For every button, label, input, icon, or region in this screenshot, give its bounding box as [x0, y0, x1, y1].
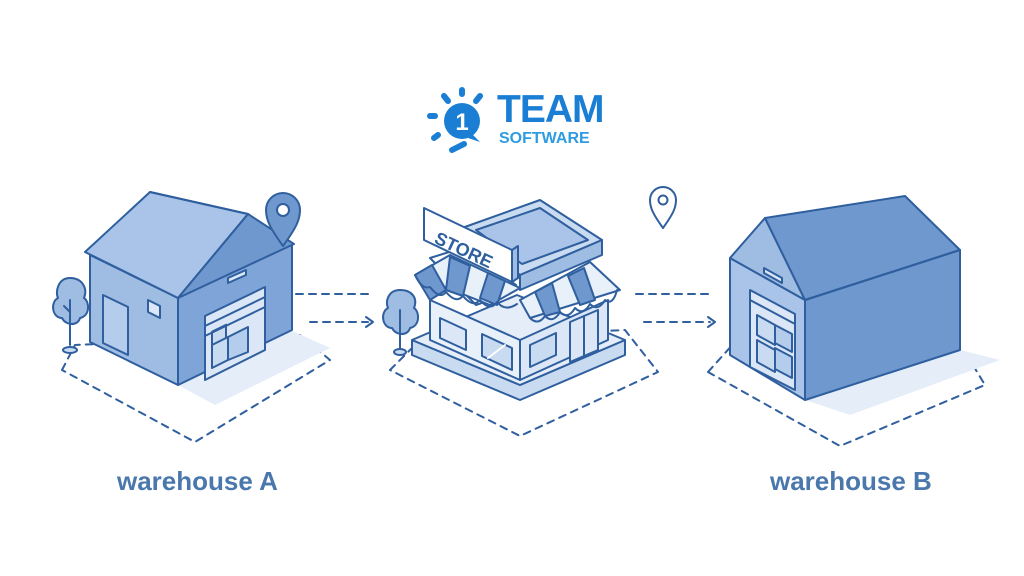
1team-software-logo: 1 TEAM SOFTWARE [424, 86, 614, 156]
ground-outline-store [389, 329, 659, 437]
logo-software-text: SOFTWARE [499, 130, 590, 147]
logo-team-text: TEAM [497, 88, 604, 131]
store-building [411, 199, 626, 401]
arrow-head-icon [707, 316, 716, 328]
location-pin-icon [649, 186, 677, 229]
lightbulb-logo-icon: 1 [427, 87, 483, 153]
warehouse-b-label: warehouse B [770, 466, 932, 496]
warehouse-a-building [84, 191, 330, 405]
warehouse-b-building [729, 195, 1000, 415]
tree-icon [52, 277, 90, 354]
arrow-head-icon [365, 316, 374, 328]
location-pin-icon [265, 192, 301, 247]
warehouse-a-label: warehouse A [117, 466, 278, 496]
logo-number: 1 [455, 109, 468, 136]
tree-icon [382, 289, 420, 356]
